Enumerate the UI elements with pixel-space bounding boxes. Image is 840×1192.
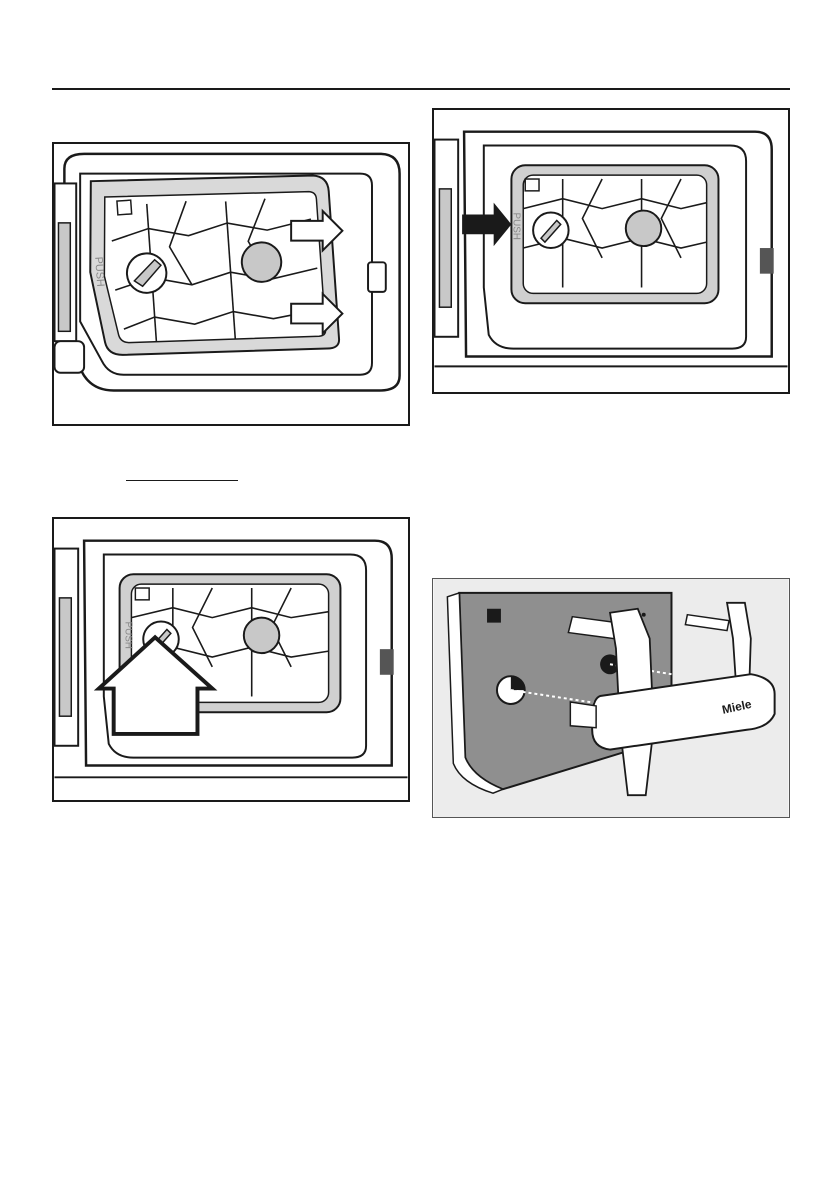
hinge-slot xyxy=(439,189,451,307)
filter-round xyxy=(626,211,661,246)
header-rule xyxy=(52,88,790,90)
latch-clip xyxy=(760,248,774,274)
corner-tab xyxy=(135,588,149,600)
figure-grille-push: PUSH xyxy=(52,517,410,802)
text-underline xyxy=(126,480,238,481)
filter-round xyxy=(244,618,279,653)
latch-clip xyxy=(380,649,394,675)
arrow-right xyxy=(462,203,511,246)
hinge-slot xyxy=(59,598,71,716)
figure-grille-removal: PUSH xyxy=(52,142,410,426)
panel-square xyxy=(487,609,501,623)
push-label: PUSH xyxy=(123,622,134,649)
grille-insert-illustration: PUSH xyxy=(434,110,788,392)
handle-pin xyxy=(570,702,596,728)
figure-grille-insert: PUSH xyxy=(432,108,790,394)
corner-tab xyxy=(525,179,539,191)
filter-grille: PUSH xyxy=(84,165,340,365)
grille-push-illustration: PUSH xyxy=(54,519,408,800)
hinge-foot xyxy=(55,341,85,373)
push-label: PUSH xyxy=(92,256,106,287)
panel-dot xyxy=(642,613,646,617)
hinge-slot xyxy=(58,223,70,331)
latch-clip xyxy=(368,262,386,292)
filter-grille: PUSH xyxy=(510,165,718,303)
figure-connector-handle: Miele xyxy=(432,578,790,818)
corner-tab xyxy=(117,200,132,215)
connector-handle-illustration: Miele xyxy=(433,579,789,817)
push-label: PUSH xyxy=(510,213,521,240)
grille-removal-illustration: PUSH xyxy=(54,144,408,424)
